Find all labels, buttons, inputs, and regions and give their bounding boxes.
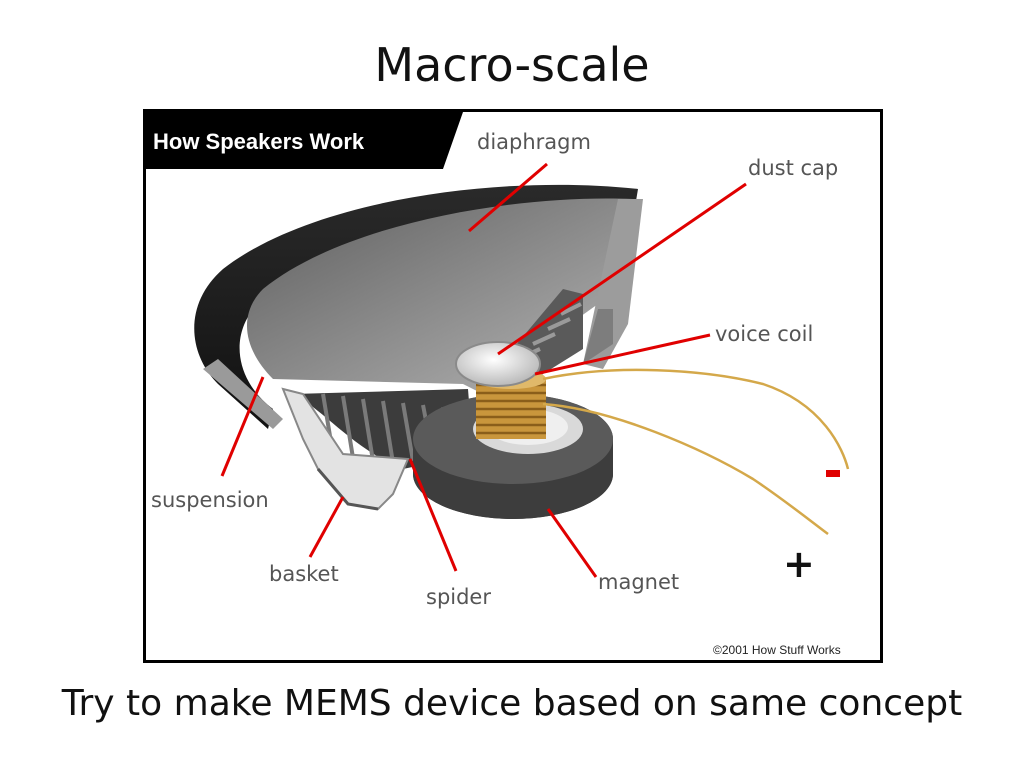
leader-magnet	[546, 508, 598, 578]
copyright-notice: ©2001 How Stuff Works	[713, 643, 841, 657]
slide-title: Macro-scale	[374, 38, 650, 92]
basket-drawing	[281, 387, 410, 511]
label-suspension: suspension	[151, 488, 269, 512]
leader-dust-cap	[497, 182, 747, 356]
leader-diaphragm	[468, 162, 548, 233]
dust-cap-drawing	[455, 341, 541, 387]
label-voice-coil: voice coil	[715, 322, 813, 346]
speaker-drawing	[194, 184, 850, 535]
leader-voice-coil	[534, 333, 711, 376]
diaphragm-cone	[246, 198, 633, 394]
lead-wire-positive	[542, 402, 829, 535]
lead-wire-negative	[542, 368, 850, 470]
plus-sign: +	[783, 542, 815, 586]
leader-suspension	[220, 376, 265, 477]
leader-basket	[308, 496, 345, 558]
leader-spider	[408, 458, 458, 572]
slide-caption: Try to make MEMS device based on same co…	[61, 683, 963, 724]
suspension-rim	[194, 184, 638, 429]
label-dust-cap: dust cap	[748, 156, 838, 180]
label-diaphragm: diaphragm	[477, 130, 591, 154]
banner: How Speakers Work	[146, 112, 463, 169]
label-basket: basket	[269, 562, 339, 586]
leader-lines	[220, 162, 747, 578]
label-magnet: magnet	[598, 570, 679, 594]
label-spider: spider	[426, 585, 491, 609]
banner-title: How Speakers Work	[153, 129, 365, 154]
minus-sign-mark	[826, 470, 840, 477]
speaker-diagram: How Speakers Work	[143, 109, 883, 663]
